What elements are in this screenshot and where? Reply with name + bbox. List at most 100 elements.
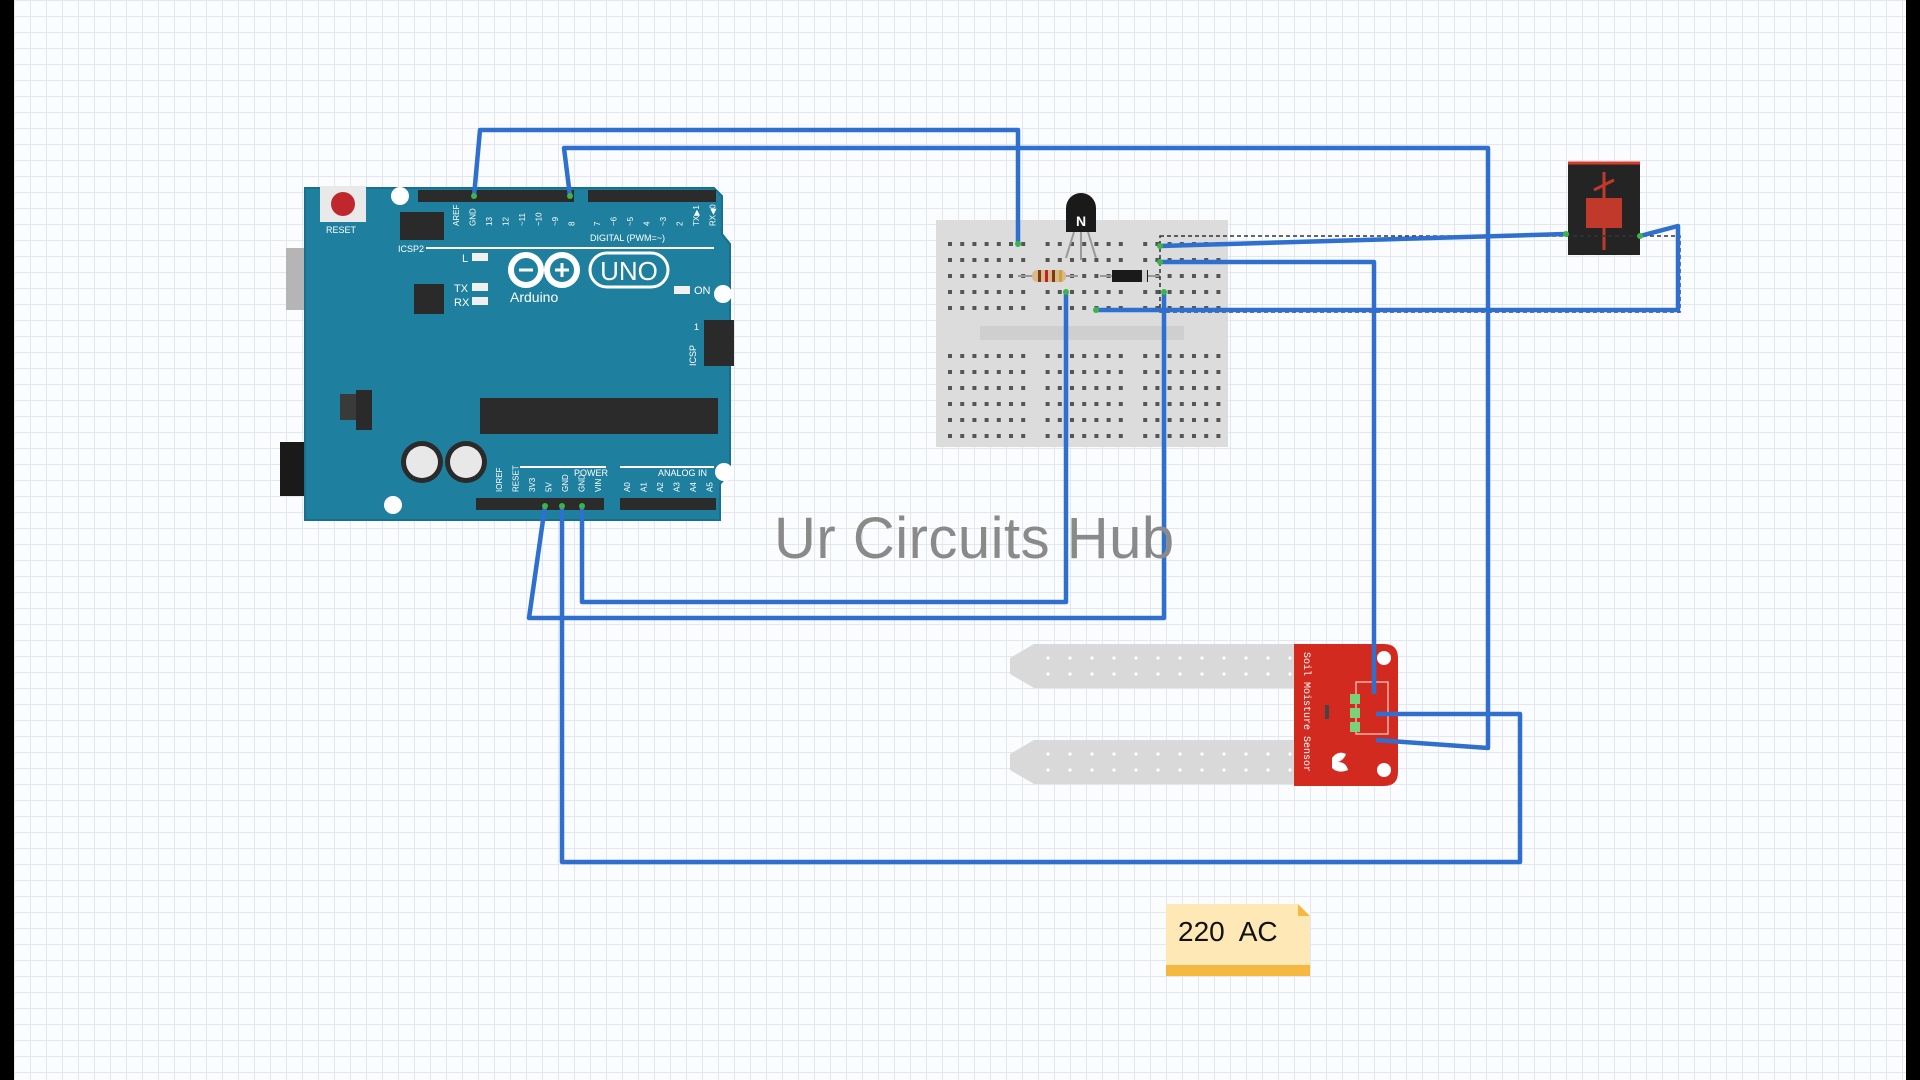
- breadboard-hole: [1094, 354, 1099, 358]
- breadboard-hole: [1045, 386, 1050, 390]
- sticky-note[interactable]: 220 AC: [1166, 904, 1310, 976]
- pin-label: 4: [643, 221, 652, 226]
- probe-dot: [1222, 656, 1226, 660]
- pin-label: A1: [640, 482, 649, 492]
- breadboard-hole: [1021, 258, 1026, 262]
- breadboard-hole: [1009, 370, 1013, 374]
- breadboard-hole: [1045, 370, 1050, 374]
- pin-label: A0: [623, 482, 632, 492]
- probe-dot: [1046, 672, 1050, 676]
- breadboard-hole: [996, 418, 1001, 422]
- pin-label: ~6: [610, 216, 619, 226]
- breadboard-hole: [1216, 386, 1221, 390]
- probe-dot: [1244, 752, 1248, 756]
- pin-label: TX▶1: [692, 205, 701, 226]
- breadboard-hole: [948, 290, 952, 294]
- soil-moisture-sensor[interactable]: Soil Moisture Sensor: [1010, 644, 1398, 786]
- relay-switch: [1593, 178, 1615, 192]
- breadboard-hole: [1143, 290, 1148, 294]
- breadboard-hole: [1057, 290, 1062, 294]
- breadboard-hole: [1167, 434, 1172, 438]
- breadboard-hole: [984, 370, 989, 374]
- breadboard-hole: [984, 290, 989, 294]
- resistor-band: [1038, 270, 1041, 282]
- breadboard-hole: [1009, 386, 1013, 390]
- mount-hole: [391, 187, 409, 205]
- breadboard-hole: [960, 306, 965, 310]
- breadboard-hole: [1082, 418, 1087, 422]
- diode-body: [1112, 270, 1148, 282]
- probe-dot: [1112, 672, 1116, 676]
- led-tx-label: TX: [454, 283, 469, 295]
- breadboard-channel: [980, 326, 1184, 340]
- breadboard-hole: [1094, 258, 1099, 262]
- breadboard-hole: [1070, 290, 1074, 294]
- breadboard-hole: [1216, 290, 1221, 294]
- breadboard-hole: [1179, 402, 1184, 406]
- breadboard-hole: [1204, 386, 1209, 390]
- probe-dot: [1112, 768, 1116, 772]
- npn-transistor[interactable]: N: [1065, 193, 1097, 260]
- led-l: [472, 253, 488, 261]
- pin-label: 3V3: [528, 477, 537, 492]
- breadboard-hole: [1143, 370, 1148, 374]
- breadboard-hole: [1106, 386, 1111, 390]
- breadboard-hole: [948, 354, 952, 358]
- breadboard-hole: [984, 242, 989, 246]
- mount-hole: [384, 496, 402, 514]
- breadboard-hole: [972, 306, 977, 310]
- breadboard-hole: [1009, 434, 1013, 438]
- pin-label: 5V: [545, 482, 554, 492]
- probe-dot: [1266, 752, 1270, 756]
- resistor-band: [1045, 270, 1048, 282]
- probe-dot: [1244, 656, 1248, 660]
- breadboard-hole: [1070, 354, 1074, 358]
- breadboard-hole: [1070, 402, 1074, 406]
- relay-module[interactable]: [1568, 161, 1640, 255]
- diode[interactable]: [1100, 270, 1160, 282]
- breadboard-hole: [1155, 258, 1160, 262]
- breadboard-hole: [948, 370, 952, 374]
- resistor[interactable]: [1018, 270, 1078, 282]
- pin-label: A3: [673, 482, 682, 492]
- breadboard-hole: [972, 370, 977, 374]
- arduino-logo-icon: [508, 252, 580, 288]
- transistor-body: [1066, 193, 1096, 232]
- breadboard-hole: [1143, 386, 1148, 390]
- breadboard-hole: [1204, 434, 1209, 438]
- probe-dot: [1222, 672, 1226, 676]
- sensor-probe-bottom: [1010, 740, 1298, 784]
- breadboard-hole: [1167, 418, 1172, 422]
- pin-label: 8: [568, 221, 577, 226]
- breadboard-hole: [1057, 258, 1062, 262]
- breadboard-hole: [1070, 258, 1074, 262]
- breadboard-hole: [1118, 258, 1123, 262]
- uno-label: UNO: [600, 256, 658, 286]
- wire-diode-to-3v3: [526, 292, 1167, 621]
- breadboard-hole: [1204, 402, 1209, 406]
- breadboard-hole: [1082, 386, 1087, 390]
- breadboard-hole: [1021, 402, 1026, 406]
- probe-dots: [1046, 656, 1292, 772]
- probe-dot: [1244, 672, 1248, 676]
- breadboard-hole: [1057, 370, 1062, 374]
- breadboard-hole: [972, 434, 977, 438]
- breadboard-hole: [1021, 242, 1026, 246]
- breadboard-hole: [1009, 306, 1013, 310]
- breadboard-hole: [960, 418, 965, 422]
- led-on-label: ON: [694, 285, 711, 297]
- breadboard-hole: [1021, 354, 1026, 358]
- breadboard-hole: [1094, 370, 1099, 374]
- breadboard-hole: [984, 306, 989, 310]
- icsp2-label: ICSP2: [398, 244, 424, 254]
- probe-dot: [1222, 752, 1226, 756]
- digital-header-right: [588, 190, 716, 202]
- breadboard-hole: [1106, 258, 1111, 262]
- breadboard-hole: [1057, 418, 1062, 422]
- capacitor-top: [450, 446, 482, 478]
- reset-label: RESET: [326, 225, 357, 235]
- wire-gnd-to-sensor: [559, 506, 1523, 865]
